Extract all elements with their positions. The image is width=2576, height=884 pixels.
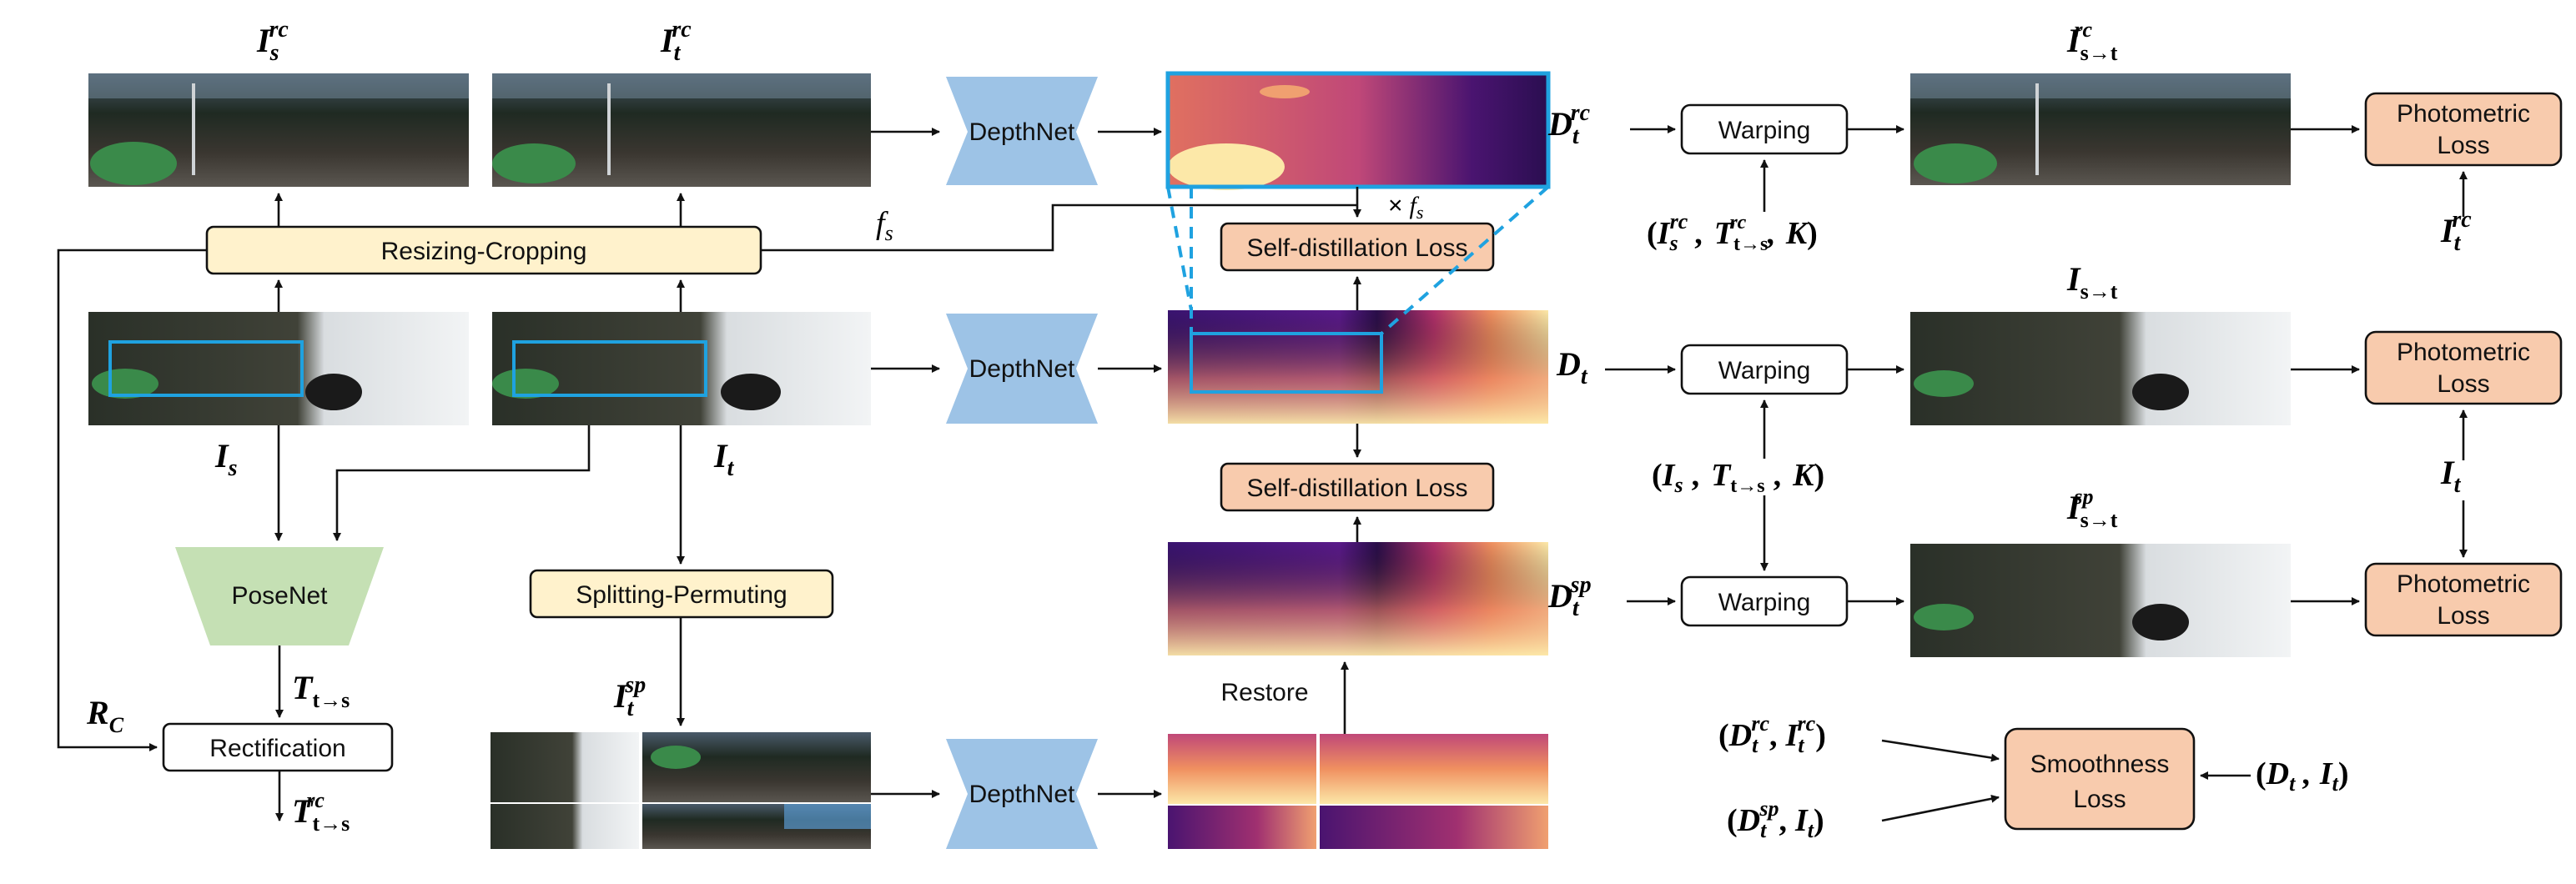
- depthnet-label: DepthNet: [969, 355, 1075, 383]
- depthnet-label: DepthNet: [969, 118, 1075, 146]
- warping-block-1: Warping: [1680, 103, 1849, 155]
- tuple-rc: (Isrc,Tt→src,K): [1647, 209, 1818, 255]
- resizing-cropping-label: Resizing-Cropping: [381, 238, 587, 265]
- photometric-label-line2: Loss: [2437, 602, 2489, 630]
- label-Dt: Dt: [1556, 345, 1588, 389]
- label-fs: fs: [876, 206, 893, 245]
- warping-label: Warping: [1718, 589, 1811, 616]
- image-It: [492, 312, 871, 425]
- crop-region-It: [512, 340, 707, 397]
- image-Is: [88, 312, 469, 425]
- smoothness-label-line1: Smoothness: [2030, 751, 2170, 778]
- depth-map-Dt: [1168, 310, 1548, 424]
- label-target-It-rc: Itrc: [2440, 207, 2472, 256]
- splitting-permuting-label: Splitting-Permuting: [576, 581, 787, 609]
- image-Is-rc: [88, 73, 469, 187]
- label-Is-to-t-rc: Is→trc: [2066, 18, 2118, 65]
- label-Is-rc: Isrc: [256, 17, 289, 66]
- photometric-label-line1: Photometric: [2397, 100, 2530, 128]
- label-It-sp: Itsp: [613, 672, 646, 721]
- crop-region-Is: [108, 340, 304, 397]
- smoothness-label-line2: Loss: [2073, 786, 2126, 813]
- depth-map-Dt-rc: [1165, 71, 1551, 190]
- warping-label: Warping: [1718, 357, 1811, 384]
- posenet-label: PoseNet: [231, 582, 328, 610]
- rectification-block: Rectification: [162, 722, 394, 772]
- depthnet-block-1: DepthNet: [946, 77, 1098, 185]
- depth-map-split: [1168, 734, 1548, 849]
- depthnet-block-2: DepthNet: [946, 314, 1098, 424]
- depthnet-block-3: DepthNet: [946, 739, 1098, 849]
- smooth-input-main: (Dt,It): [2256, 756, 2349, 796]
- photometric-loss-2: Photometric Loss: [2364, 330, 2563, 405]
- label-Is-to-t-sp: Is→tsp: [2066, 485, 2118, 532]
- zoom-region: [1190, 332, 1383, 394]
- label-Dt-rc: Dtrc: [1547, 100, 1591, 149]
- image-Is-to-t-sp: [1910, 544, 2291, 657]
- self-distillation-loss-1: Self-distillation Loss: [1220, 222, 1495, 272]
- photometric-label-line1: Photometric: [2397, 570, 2530, 598]
- label-T-ts: Tt→s: [292, 669, 350, 712]
- label-Is-to-t: Is→t: [2066, 260, 2118, 304]
- rectification-label: Rectification: [209, 735, 345, 762]
- smoothness-loss: Smoothness Loss: [2004, 727, 2196, 831]
- image-Is-to-t-rc: [1910, 73, 2291, 185]
- warping-block-3: Warping: [1680, 575, 1849, 627]
- smooth-input-rc: (Dtrc,Itrc): [1718, 711, 1826, 757]
- depth-map-Dt-sp: [1168, 542, 1548, 655]
- connectors: [57, 125, 2468, 822]
- label-Dt-sp: Dtsp: [1547, 572, 1592, 621]
- photometric-loss-3: Photometric Loss: [2364, 562, 2563, 637]
- photometric-label-line2: Loss: [2437, 370, 2489, 398]
- photometric-label-line1: Photometric: [2397, 339, 2530, 366]
- tuple-main: (Is,Tt→s,K): [1652, 458, 1824, 497]
- image-It-sp: [491, 732, 871, 849]
- image-Is-to-t: [1910, 312, 2291, 425]
- smooth-input-sp: (Dtsp,It): [1727, 796, 1824, 842]
- label-T-ts-rc: Tt→src: [292, 788, 350, 836]
- label-It-rc: Itrc: [660, 17, 692, 66]
- photometric-label-line2: Loss: [2437, 132, 2489, 159]
- label-times-fs: ×fs: [1388, 192, 1423, 223]
- depthnet-label: DepthNet: [969, 781, 1075, 808]
- label-Is: Is: [214, 437, 238, 481]
- label-Rc: RC: [86, 694, 124, 737]
- self-distillation-loss-2: Self-distillation Loss: [1220, 462, 1495, 512]
- splitting-permuting-block: Splitting-Permuting: [529, 569, 834, 619]
- warping-block-2: Warping: [1680, 344, 1849, 395]
- label-It: It: [713, 437, 735, 481]
- resizing-cropping-block: Resizing-Cropping: [205, 225, 762, 275]
- photometric-loss-1: Photometric Loss: [2364, 92, 2563, 167]
- posenet-block: PoseNet: [175, 547, 384, 645]
- restore-label: Restore: [1220, 679, 1308, 706]
- warping-label: Warping: [1718, 117, 1811, 144]
- self-distillation-loss-label: Self-distillation Loss: [1246, 475, 1467, 502]
- image-It-rc: [492, 73, 871, 187]
- label-target-It: It: [2440, 454, 2462, 498]
- self-distillation-loss-label: Self-distillation Loss: [1246, 234, 1467, 262]
